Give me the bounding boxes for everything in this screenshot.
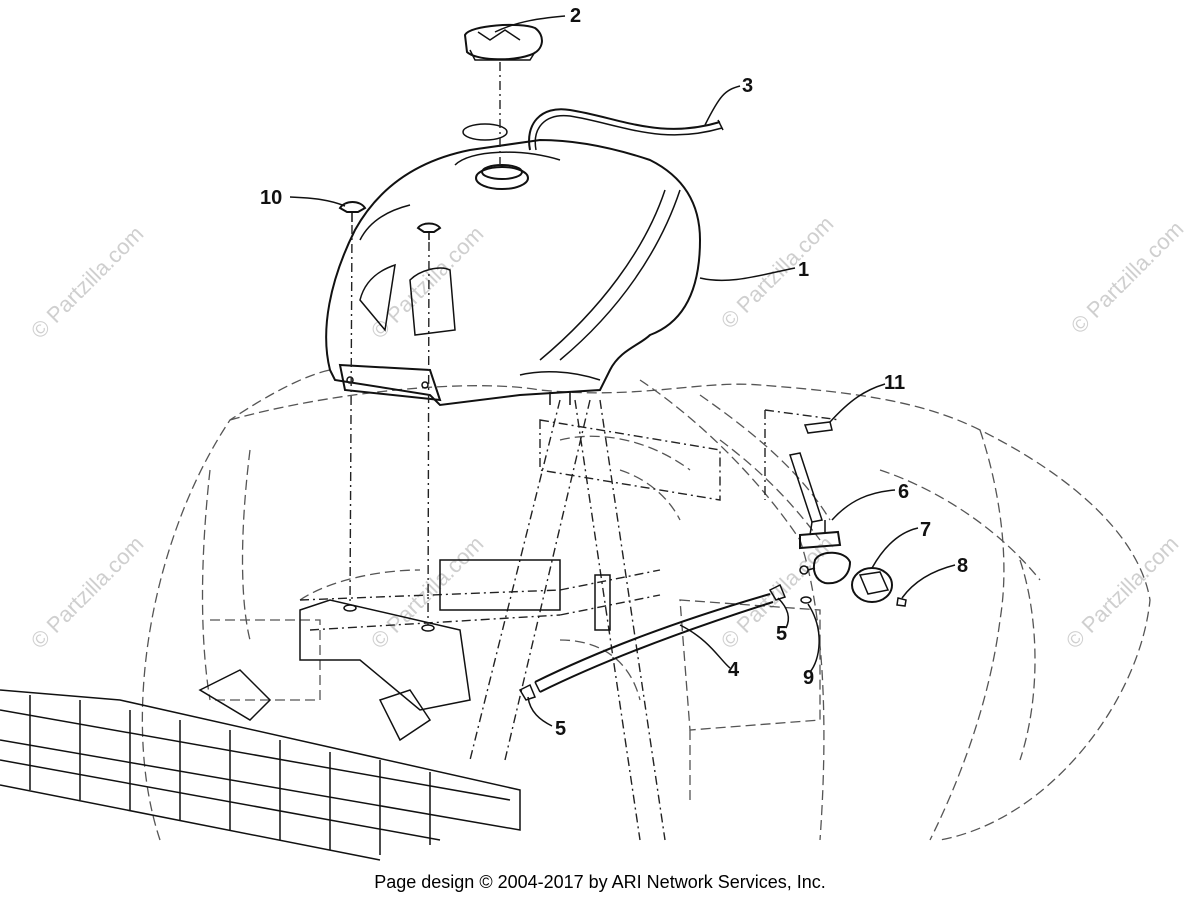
callout-6: 6	[898, 481, 909, 503]
watermark: © Partzilla.com	[26, 531, 149, 654]
watermark: © Partzilla.com	[1061, 531, 1184, 654]
fuel-hose	[518, 583, 787, 701]
vent-hose	[528, 108, 724, 151]
callout-11: 11	[884, 372, 905, 394]
atv-body-outline	[141, 369, 1151, 841]
copyright-footer: Page design © 2004-2017 by ARI Network S…	[374, 872, 826, 892]
callout-1: 1	[798, 259, 809, 281]
callouts: 1 2 3 4 5 5 6 7 8 9 10 11	[260, 5, 968, 740]
callout-8: 8	[957, 555, 968, 577]
leader-lines	[289, 15, 956, 727]
frame	[299, 399, 721, 841]
callout-4: 4	[728, 659, 740, 681]
callout-9: 9	[803, 667, 814, 689]
watermark: © Partzilla.com	[1066, 216, 1189, 339]
callout-10: 10	[260, 187, 282, 209]
watermark: © Partzilla.com	[366, 221, 489, 344]
watermark: © Partzilla.com	[366, 531, 489, 654]
callout-2: 2	[570, 5, 581, 27]
watermark: © Partzilla.com	[26, 221, 149, 344]
watermarks: © Partzilla.com © Partzilla.com © Partzi…	[26, 211, 1189, 654]
rear-rack	[0, 669, 521, 861]
callout-7: 7	[920, 519, 931, 541]
mounting-bolts	[338, 201, 442, 632]
fuel-tank	[325, 123, 702, 407]
callout-5: 5	[776, 623, 787, 645]
gas-cap	[463, 23, 543, 165]
callout-3: 3	[742, 75, 753, 97]
callout-5: 5	[555, 718, 566, 740]
